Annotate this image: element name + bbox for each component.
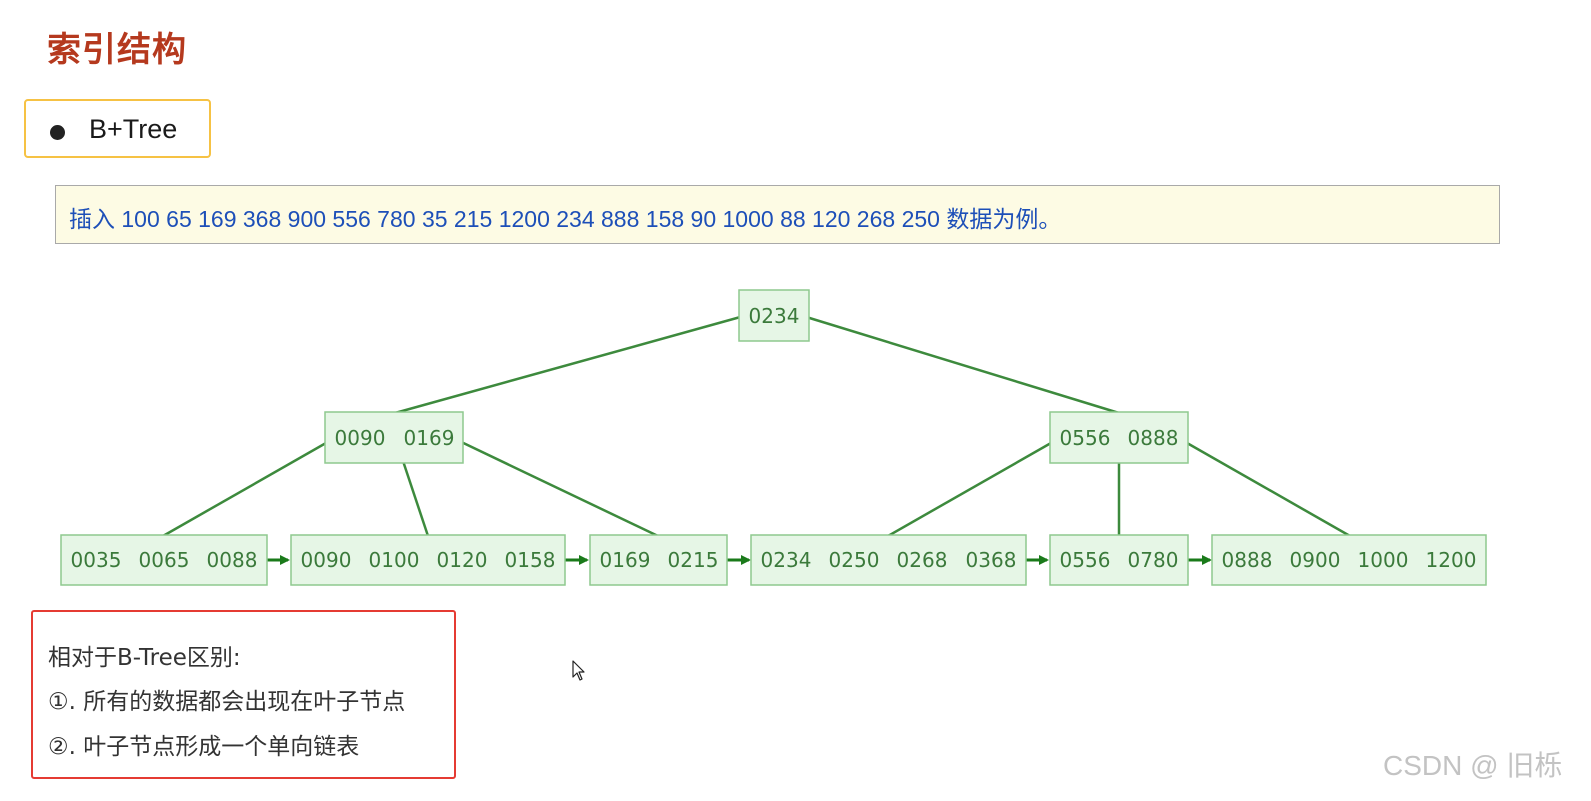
node-key: 0268 xyxy=(897,548,948,572)
node-key: 0234 xyxy=(749,304,800,328)
node-key: 0888 xyxy=(1128,426,1179,450)
tree-edge-0090-leaf1 xyxy=(162,437,334,538)
bullet-icon xyxy=(50,125,65,140)
section-label-box: B+Tree xyxy=(24,99,211,158)
node-key: 0158 xyxy=(505,548,556,572)
leaf-node-2: 0090 0100 0120 0158 xyxy=(290,534,566,586)
mouse-cursor-icon xyxy=(572,660,585,681)
node-key: 0090 xyxy=(301,548,352,572)
node-key: 0900 xyxy=(1290,548,1341,572)
node-key: 1200 xyxy=(1426,548,1477,572)
difference-heading: 相对于B-Tree区别: xyxy=(48,645,241,671)
node-key: 0065 xyxy=(139,548,190,572)
tree-edge-0556-leaf4 xyxy=(887,437,1059,538)
watermark: CSDN @ 旧栎 xyxy=(1383,750,1563,781)
insert-note: 插入 100 65 169 368 900 556 780 35 215 120… xyxy=(55,185,1500,244)
difference-item-2: ②. 叶子节点形成一个单向链表 xyxy=(48,734,360,760)
node-key: 0888 xyxy=(1222,548,1273,572)
node-key: 0169 xyxy=(404,426,455,450)
internal-node-left: 0090 0169 xyxy=(324,411,464,464)
leaf-node-1: 0035 0065 0088 xyxy=(60,534,268,586)
node-key: 0556 xyxy=(1060,426,1111,450)
tree-edge-root-left xyxy=(394,314,745,415)
leaf-node-3: 0169 0215 xyxy=(589,534,728,586)
node-key: 0100 xyxy=(369,548,420,572)
difference-item-1: ①. 所有的数据都会出现在叶子节点 xyxy=(48,689,406,715)
leaf-node-4: 0234 0250 0268 0368 xyxy=(750,534,1027,586)
node-key: 0250 xyxy=(829,548,880,572)
node-key: 0556 xyxy=(1060,548,1111,572)
node-key: 0368 xyxy=(966,548,1017,572)
node-key: 0169 xyxy=(600,548,651,572)
node-key: 0780 xyxy=(1128,548,1179,572)
section-label: B+Tree xyxy=(89,114,178,144)
tree-edge-0888-leaf6 xyxy=(1179,437,1351,538)
node-key: 0090 xyxy=(335,426,386,450)
internal-node-right: 0556 0888 xyxy=(1049,411,1189,464)
node-key: 0035 xyxy=(71,548,122,572)
insert-note-text: 插入 100 65 169 368 900 556 780 35 215 120… xyxy=(69,206,1062,232)
leaf-node-5: 0556 0780 xyxy=(1049,534,1189,586)
node-key: 0088 xyxy=(207,548,258,572)
tree-edge-root-right xyxy=(802,314,1120,415)
node-key: 0120 xyxy=(437,548,488,572)
tree-edge-0169-leaf3 xyxy=(454,437,659,538)
node-key: 0234 xyxy=(761,548,812,572)
page-title: 索引结构 xyxy=(47,30,187,70)
node-key: 0215 xyxy=(668,548,719,572)
node-key: 1000 xyxy=(1358,548,1409,572)
difference-box: 相对于B-Tree区别: ①. 所有的数据都会出现在叶子节点 ②. 叶子节点形成… xyxy=(31,610,456,779)
leaf-node-6: 0888 0900 1000 1200 xyxy=(1211,534,1487,586)
root-node: 0234 xyxy=(738,289,810,342)
